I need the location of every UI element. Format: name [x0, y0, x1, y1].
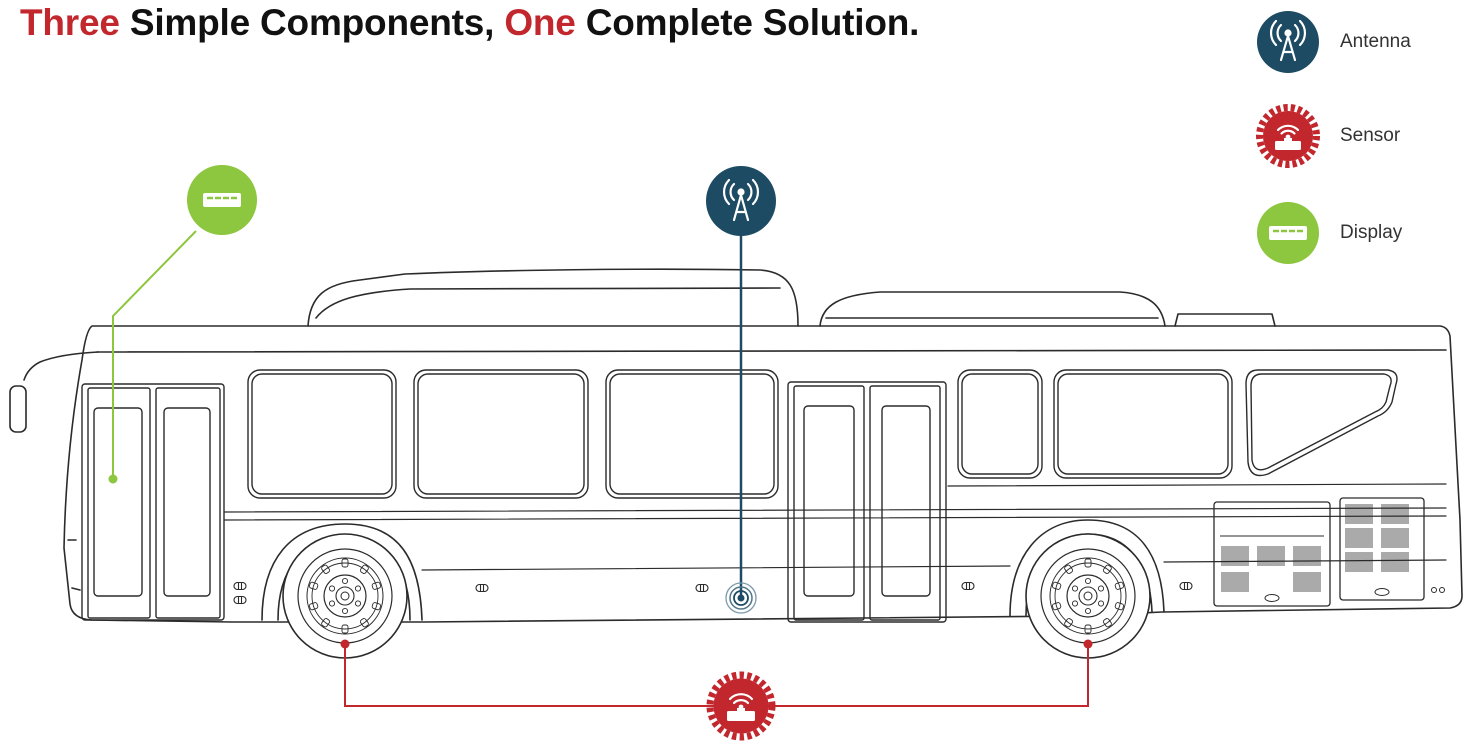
- mirror-arm: [23, 351, 99, 381]
- bus-body: [63, 325, 1463, 623]
- page-title: Three Simple Components, One Complete So…: [20, 2, 919, 44]
- engine-vents: [1213, 497, 1445, 607]
- legend-item-display: Display: [1256, 201, 1402, 265]
- title-segment-end: Complete Solution.: [575, 2, 920, 43]
- legend: Antenna Sensor Display: [1256, 10, 1461, 270]
- legend-label-antenna: Antenna: [1340, 31, 1411, 52]
- front-door: [81, 383, 225, 621]
- antenna-icon: [1257, 11, 1319, 73]
- title-word-one: One: [504, 2, 576, 43]
- display-icon: [1257, 202, 1319, 264]
- title-segment: Simple Components,: [119, 2, 505, 43]
- display-callout: [108, 165, 257, 484]
- rear-wheel: [1025, 533, 1151, 659]
- legend-label-display: Display: [1340, 222, 1403, 243]
- front-wheel: [282, 533, 408, 659]
- legend-item-antenna: Antenna: [1256, 10, 1411, 74]
- roof-unit-rear: [819, 291, 1166, 327]
- side-windows: [247, 369, 1398, 499]
- legend-item-sensor: Sensor: [1256, 104, 1400, 168]
- sensor-callout: [340, 639, 1093, 741]
- title-word-three: Three: [20, 2, 120, 43]
- middle-door: [787, 381, 947, 623]
- legend-label-sensor: Sensor: [1340, 125, 1401, 146]
- sensor-icon: [1256, 104, 1320, 168]
- roof-unit-front: [307, 268, 799, 327]
- side-mirror: [9, 385, 27, 433]
- antenna-callout: [706, 166, 776, 614]
